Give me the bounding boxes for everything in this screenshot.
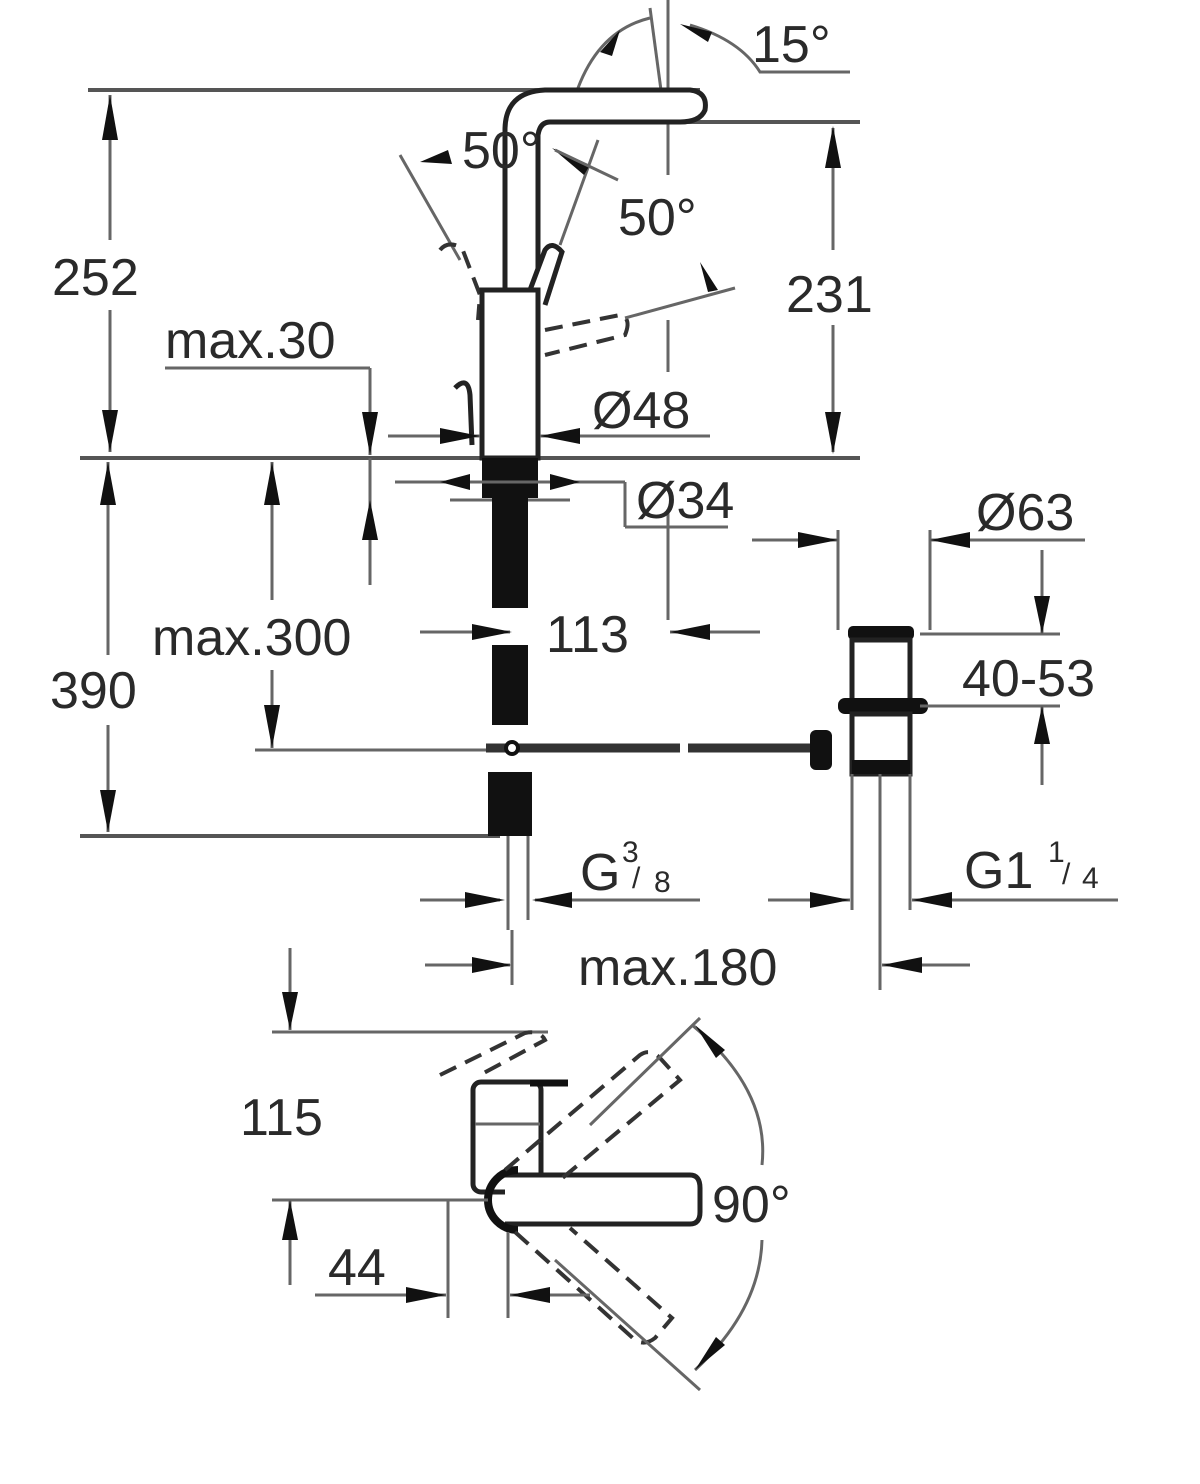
arrow-up-icon	[264, 462, 280, 505]
arrow-down-icon	[100, 790, 116, 832]
dim-lever-angle-left: 50°	[462, 122, 541, 180]
dim-spout-projection: 113	[546, 606, 629, 664]
dim-top-view-reach: 115	[240, 1089, 323, 1147]
lever-top-view	[505, 1172, 703, 1227]
dim-lever-rotation-angle: 90°	[712, 1176, 791, 1234]
dim-supply-thread-num: 3	[622, 836, 639, 869]
lever-angle-arc	[554, 148, 619, 182]
arrow-icon	[420, 150, 452, 164]
arrow-right-icon	[472, 624, 512, 640]
lever-ghost-left	[438, 242, 483, 321]
dim-body-diameter: Ø48	[592, 382, 690, 440]
arrow-left-icon	[930, 532, 970, 548]
dim-waste-adjust-range: 40-53	[962, 650, 1095, 708]
arrow-down-icon	[102, 410, 118, 452]
waste-flange	[848, 626, 914, 640]
dim-mounting-diameter: Ø34	[636, 472, 734, 530]
flex-hose-upper	[492, 498, 528, 608]
lever-ghost-right	[544, 312, 630, 357]
lever-pivot	[484, 1166, 519, 1234]
arrow-icon	[600, 30, 620, 56]
dim-max-hose-length: max.300	[152, 609, 351, 667]
arrow-up-icon	[100, 462, 116, 505]
faucet-body	[479, 287, 541, 461]
lever-angle-right-ext	[624, 286, 736, 320]
arrow-icon	[700, 262, 718, 292]
waste-thread-band	[852, 760, 910, 774]
pullrod-joint	[504, 740, 520, 756]
arrow-left-icon	[510, 1287, 550, 1303]
arrow-left-icon	[540, 428, 580, 444]
rotation-arc-lower	[693, 1239, 764, 1372]
arrow-right-icon	[406, 1287, 446, 1303]
arrow-right-icon	[472, 957, 512, 973]
lever-angle-right-line	[558, 139, 600, 246]
arrow-down-icon	[264, 705, 280, 748]
spout-top-ghost	[439, 1030, 548, 1077]
dim-total-height: 252	[52, 249, 139, 307]
top-view: 115 90° 44	[240, 948, 791, 1392]
dim-max-pullrod-distance: max.180	[578, 939, 777, 997]
flex-hose-lower	[492, 645, 528, 725]
angle-line-up	[588, 1016, 702, 1127]
arrow-right-icon	[465, 892, 505, 908]
arrow-down-icon	[1034, 596, 1050, 634]
lever-ghost-down	[513, 1226, 675, 1345]
arrow-left-icon	[882, 957, 922, 973]
pullrod-connector	[810, 730, 832, 770]
arrow-up-icon	[1034, 706, 1050, 744]
dim-waste-thread-main: G1	[964, 842, 1033, 900]
angle-line-down	[553, 1258, 702, 1392]
dim-max-deck-thickness: max.30	[165, 312, 336, 370]
arrow-left-icon	[532, 892, 572, 908]
dim-swivel-angle: 15°	[752, 16, 831, 74]
dim-supply-thread-main: G	[580, 844, 620, 902]
arrow-left-icon	[912, 892, 952, 908]
arrow-down-icon	[825, 412, 841, 454]
waste-locknut	[838, 698, 928, 714]
waste-body-upper	[849, 637, 913, 705]
arrow-icon	[550, 474, 580, 490]
arrow-left-icon	[670, 624, 710, 640]
arrow-down-icon	[362, 412, 378, 455]
dim-supply-thread-slash: /	[632, 862, 641, 895]
rotation-arc-upper	[691, 1023, 765, 1166]
supply-fitting	[488, 772, 532, 836]
arrow-icon	[680, 24, 712, 42]
arrow-down-icon	[282, 992, 298, 1030]
dim-below-deck-height: 390	[50, 662, 137, 720]
dim-spout-height: 231	[786, 266, 873, 324]
arrow-icon	[695, 1025, 725, 1058]
arrow-icon	[440, 474, 470, 490]
faucet-spout	[502, 87, 708, 290]
pullrod-knob	[453, 380, 475, 446]
dim-top-view-offset: 44	[328, 1239, 386, 1297]
arrow-up-icon	[282, 1200, 298, 1240]
arrow-right-icon	[810, 892, 850, 908]
mounting-nut	[482, 458, 538, 498]
swivel-arc-right	[689, 23, 850, 74]
arrow-icon	[695, 1337, 725, 1370]
dim-waste-thread-slash: /	[1062, 858, 1071, 891]
dim-lever-angle-right: 50°	[618, 189, 697, 247]
arrow-right-icon	[440, 428, 480, 444]
dim-waste-thread-den: 4	[1082, 862, 1099, 895]
dim-waste-thread-num: 1	[1048, 836, 1065, 869]
arrow-up-icon	[825, 126, 841, 168]
dim-supply-thread-den: 8	[654, 866, 671, 899]
dim-waste-diameter: Ø63	[976, 484, 1074, 542]
swivel-arc-left	[576, 16, 651, 89]
arrow-up-icon	[362, 500, 378, 540]
arrow-up-icon	[102, 95, 118, 140]
arrow-right-icon	[798, 532, 838, 548]
side-view: 252 231 15° 50° 50°	[50, 0, 1118, 997]
